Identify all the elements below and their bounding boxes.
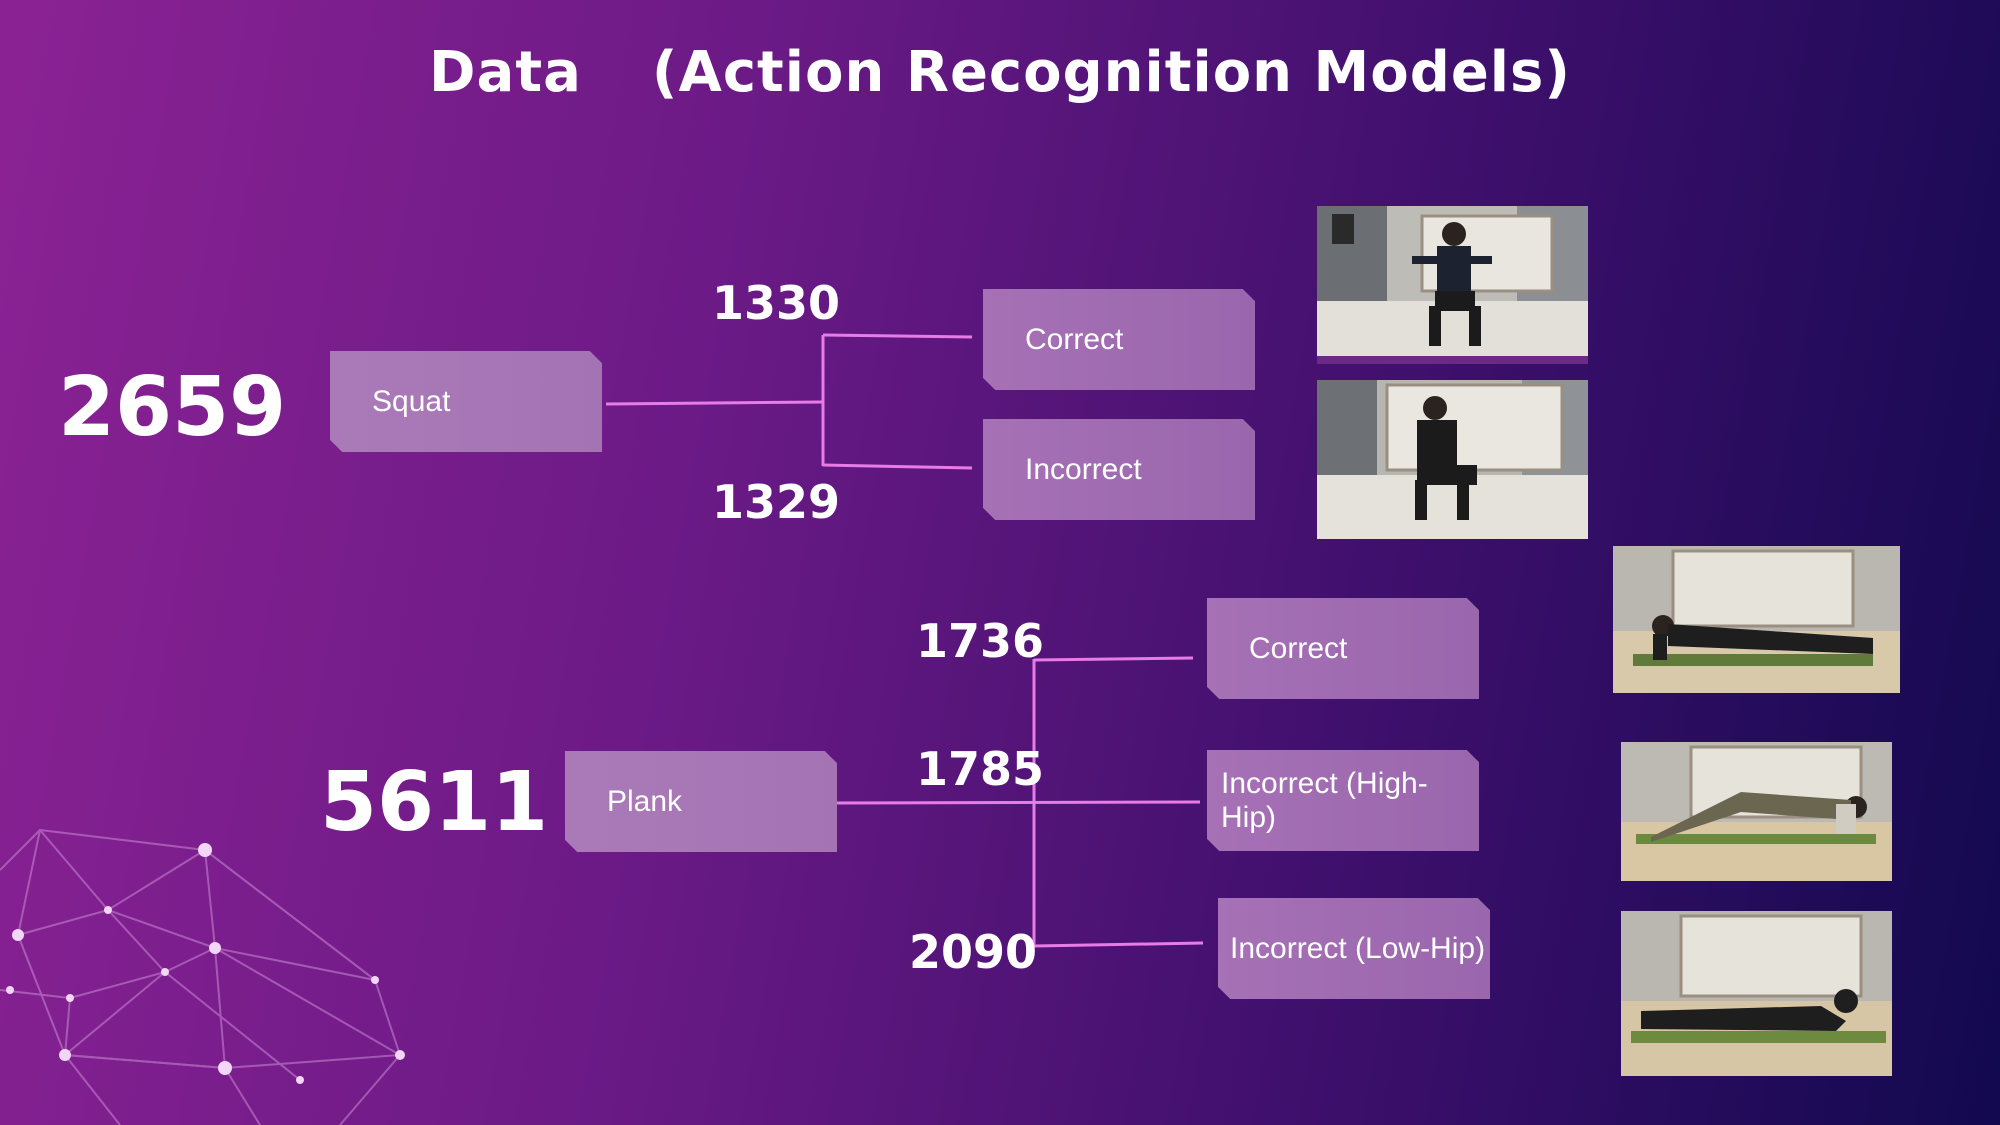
squat-box: Squat bbox=[330, 351, 602, 452]
squat-incorrect-label: Incorrect bbox=[1025, 452, 1142, 486]
title-subtitle: (Action Recognition Models) bbox=[651, 40, 1571, 105]
plank-low-hip-photo bbox=[1621, 911, 1892, 1076]
plank-label: Plank bbox=[607, 784, 683, 818]
squat-correct-count: 1330 bbox=[712, 276, 841, 330]
plank-high-hip-count: 1785 bbox=[916, 742, 1045, 796]
squat-correct-photo bbox=[1317, 206, 1588, 364]
plank-box: Plank bbox=[565, 751, 837, 852]
plank-correct-label: Correct bbox=[1249, 631, 1348, 665]
squat-incorrect-photo bbox=[1317, 380, 1588, 539]
plank-low-hip-count: 2090 bbox=[909, 925, 1038, 979]
squat-incorrect-count: 1329 bbox=[712, 475, 841, 529]
squat-incorrect-box: Incorrect bbox=[983, 419, 1255, 520]
squat-correct-box: Correct bbox=[983, 289, 1255, 390]
plank-correct-box: Correct bbox=[1207, 598, 1479, 699]
plank-high-hip-box: Incorrect (High-Hip) bbox=[1207, 750, 1479, 851]
plank-low-hip-box: Incorrect (Low-Hip) bbox=[1218, 898, 1490, 999]
squat-correct-label: Correct bbox=[1025, 322, 1124, 356]
plank-high-hip-label: Incorrect (High-Hip) bbox=[1221, 766, 1428, 834]
squat-label: Squat bbox=[372, 384, 451, 418]
plank-low-hip-label: Incorrect (Low-Hip) bbox=[1230, 931, 1486, 965]
plank-total: 5611 bbox=[320, 755, 549, 850]
plank-high-hip-photo bbox=[1621, 742, 1892, 881]
plank-correct-photo bbox=[1613, 546, 1900, 693]
page-title: Data (Action Recognition Models) bbox=[0, 40, 2000, 105]
plank-correct-count: 1736 bbox=[916, 614, 1045, 668]
title-data: Data bbox=[429, 40, 582, 105]
squat-total: 2659 bbox=[58, 360, 287, 455]
